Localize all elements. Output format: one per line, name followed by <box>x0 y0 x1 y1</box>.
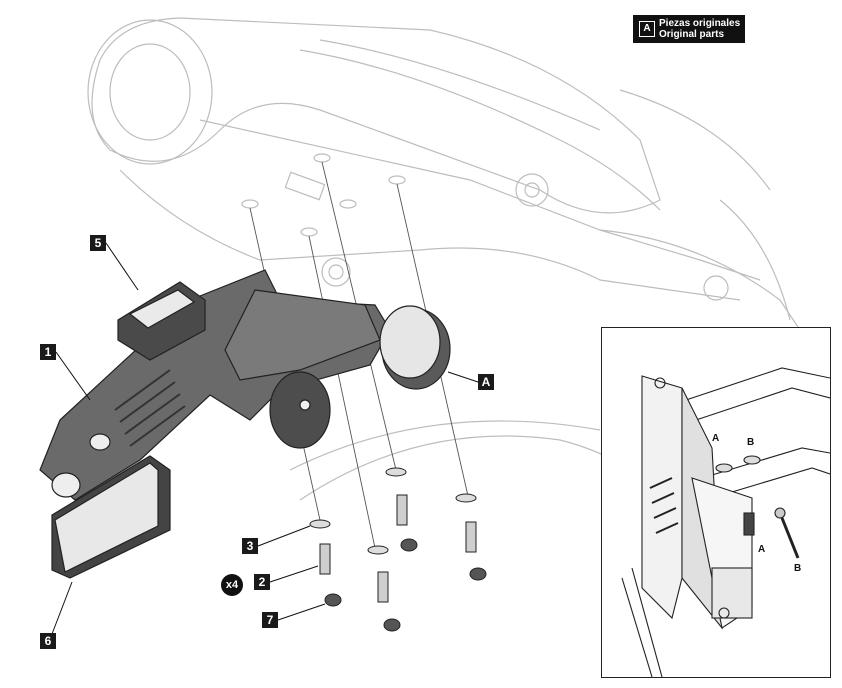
legend-line-english: Original parts <box>659 29 725 40</box>
inset-label-b-top: B <box>747 437 755 448</box>
callout-part-a: A <box>478 374 494 390</box>
legend-line-spanish: Piezas originales <box>659 18 741 29</box>
nut-icon <box>324 593 342 607</box>
hardware-set <box>309 467 487 632</box>
bolt-icon <box>465 521 477 553</box>
nut-icon <box>400 538 418 552</box>
plate-light-part-6 <box>51 455 171 579</box>
legend-key: A <box>639 21 655 37</box>
inset-detail-panel <box>601 327 831 678</box>
callout-leaders <box>51 242 479 635</box>
washer-icon <box>455 493 477 503</box>
nut-icon <box>469 567 487 581</box>
washer-icon <box>385 467 407 477</box>
nut-icon <box>383 618 401 632</box>
callout-part-5: 5 <box>90 235 106 251</box>
original-parts-legend: A Piezas originales Original parts <box>633 15 745 43</box>
tail-light-housing <box>87 19 213 165</box>
inset-detail-drawing <box>621 367 831 678</box>
callout-part-2: 2 <box>254 574 270 590</box>
reflector-part-5 <box>117 281 206 361</box>
inset-label-a-top: A <box>712 433 720 444</box>
washer-icon <box>367 545 389 555</box>
bolt-icon <box>319 543 331 575</box>
quantity-badge: x4 <box>221 574 243 596</box>
washer-icon <box>743 455 761 465</box>
pin-icon <box>778 512 800 559</box>
bolt-icon <box>743 512 755 536</box>
bolt-icon <box>396 494 408 526</box>
callout-part-7: 7 <box>262 612 278 628</box>
washer-icon <box>715 463 733 473</box>
callout-part-1: 1 <box>40 344 56 360</box>
washer-icon <box>309 519 331 529</box>
inset-label-a-bottom: A <box>758 544 766 555</box>
license-plate-bracket <box>39 269 451 501</box>
bolt-icon <box>377 571 389 603</box>
callout-part-3: 3 <box>242 538 258 554</box>
callout-part-6: 6 <box>40 633 56 649</box>
inset-label-b-bottom: B <box>794 563 802 574</box>
